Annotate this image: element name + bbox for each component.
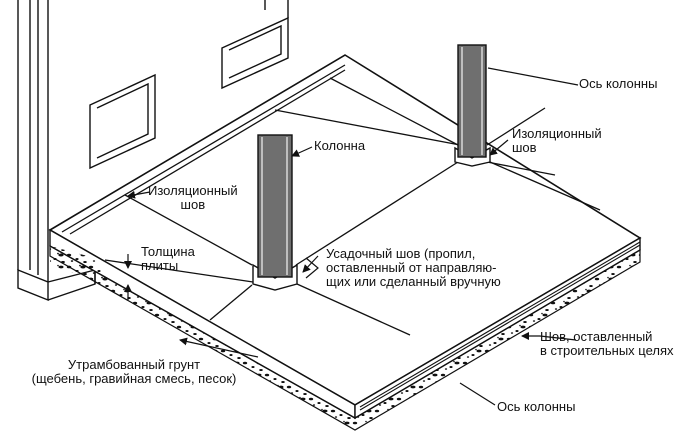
label-shrinkage-joint: Усадочный шов (пропил, оставленный от на… xyxy=(326,247,501,289)
label-compacted-soil-line1: Утрамбованный грунт xyxy=(67,357,201,372)
label-slab-thickness-line1: Толщина xyxy=(141,244,195,259)
label-shrinkage-joint-line3: щих или сделанный вручную xyxy=(326,274,501,289)
slab-joints xyxy=(61,64,601,336)
leader-lines xyxy=(124,67,579,406)
wall-windows xyxy=(89,0,289,170)
label-compacted-soil: Утрамбованный грунт (щебень, гравийная с… xyxy=(3,358,265,386)
label-construction-joint: Шов, оставленный в строительных целях xyxy=(540,330,674,358)
label-compacted-soil-line2: (щебень, гравийная смесь, песок) xyxy=(31,371,237,386)
label-column-axis-top: Ось колонны xyxy=(579,76,658,91)
label-shrinkage-joint-line1: Усадочный шов (пропил, xyxy=(326,246,476,261)
construction-joint-lines xyxy=(359,241,641,411)
label-shrinkage-joint-line2: оставленный от направляю- xyxy=(326,260,497,275)
label-isolation-joint-right-line1: Изоляционный xyxy=(512,126,602,141)
label-isolation-joint-left-line1: Изоляционный xyxy=(148,183,238,198)
label-isolation-joint-right: Изоляционный шов xyxy=(512,127,602,155)
compacted-soil-left xyxy=(50,246,110,285)
label-construction-joint-line1: Шов, оставленный xyxy=(540,329,653,344)
label-slab-thickness-line2: плиты xyxy=(141,258,179,273)
column-front xyxy=(252,134,298,291)
label-isolation-joint-right-line2: шов xyxy=(512,140,537,155)
label-construction-joint-line2: в строительных целях xyxy=(540,343,674,358)
label-isolation-joint-left-line2: шов xyxy=(180,197,206,212)
column-back xyxy=(454,44,491,167)
label-column-axis-bottom: Ось колонны xyxy=(497,399,576,414)
label-slab-thickness: Толщина плиты xyxy=(141,245,195,273)
label-isolation-joint-left: Изоляционный шов xyxy=(148,184,238,212)
label-column: Колонна xyxy=(314,138,366,153)
